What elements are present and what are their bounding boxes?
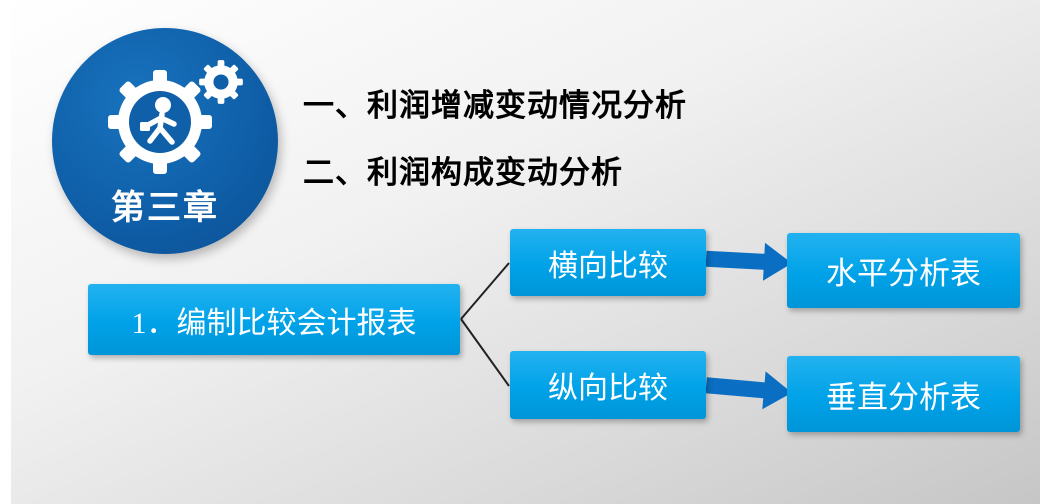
heading-list: 一、利润增减变动情况分析 二、利润构成变动分析 — [303, 80, 687, 192]
branch-box-horizontal: 横向比较 — [510, 229, 706, 296]
result-box-vertical: 垂直分析表 — [787, 356, 1020, 432]
left-margin-strip — [0, 0, 11, 504]
branch-box-vertical: 纵向比较 — [510, 351, 706, 419]
connector-lines — [460, 262, 510, 387]
arrow-right-top-icon — [705, 242, 792, 281]
chapter-badge: 第三章 — [52, 28, 278, 254]
result-box-horizontal: 水平分析表 — [787, 233, 1020, 308]
chapter-label: 第三章 — [111, 188, 219, 227]
arrow-right-bottom-icon — [705, 371, 792, 410]
heading-profit-composition: 二、利润构成变动分析 — [303, 155, 623, 190]
heading-profit-change: 一、利润增减变动情况分析 — [303, 88, 687, 123]
gear-worker-icon — [108, 59, 243, 174]
root-box: 1．编制比较会计报表 — [88, 284, 460, 355]
